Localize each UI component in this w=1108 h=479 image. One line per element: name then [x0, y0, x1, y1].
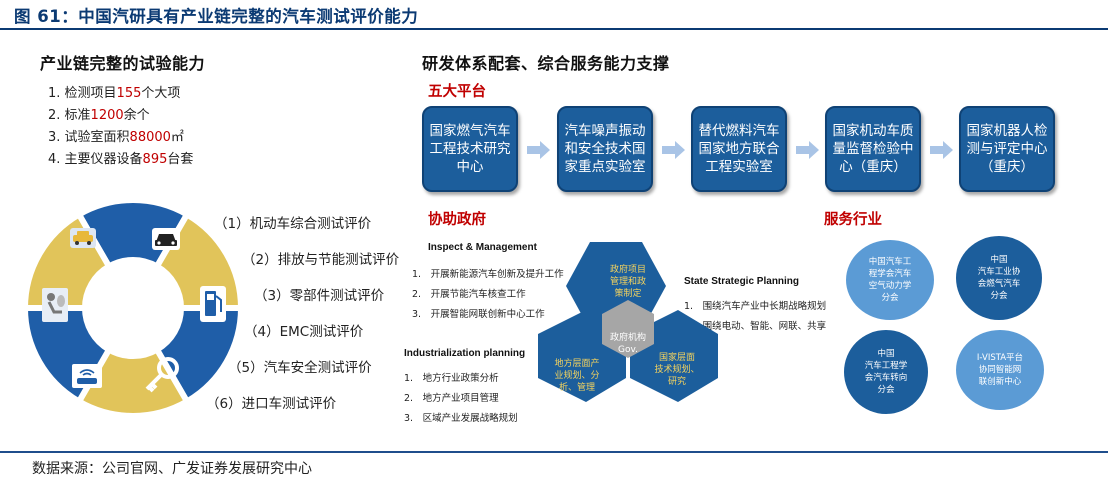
- key-icon: [145, 357, 179, 393]
- inspect-item: 3. 开展智能网联创新中心工作: [412, 309, 545, 320]
- ring-label-3: （3）零部件测试评价: [254, 288, 385, 304]
- platform-box: 替代燃料汽车国家地方联合工程实验室: [691, 106, 787, 192]
- ring-label-6: （6）进口车测试评价: [206, 396, 337, 412]
- inspect-item: 2. 开展节能汽车核查工作: [412, 289, 526, 300]
- industrialization-item: 2. 地方产业项目管理: [404, 393, 499, 404]
- industrialization-item: 1. 地方行业政策分析: [404, 373, 499, 384]
- ring-label-4: （4）EMC测试评价: [244, 324, 364, 340]
- platform-box: 国家燃气汽车工程技术研究中心: [422, 106, 518, 192]
- fuel-pump-icon: [200, 286, 226, 322]
- platform-box: 国家机器人检测与评定中心（重庆）: [959, 106, 1055, 192]
- stat-item: 1. 检测项目155个大项: [48, 86, 181, 101]
- ring-segment-3: [152, 305, 245, 406]
- capability-ring: [21, 197, 245, 419]
- ring-label-2: （2）排放与节能测试评价: [242, 252, 400, 268]
- platforms-title: 五大平台: [428, 84, 486, 100]
- strategic-item: 1. 围绕汽车产业中长期战略规划: [684, 301, 827, 312]
- bottom-rule: [0, 451, 1108, 453]
- airbag-icon: [42, 288, 68, 322]
- inspect-heading: Inspect & Management: [428, 242, 537, 253]
- ring-label-1: （1）机动车综合测试评价: [214, 216, 372, 232]
- figure-title: 图 61：中国汽研具有产业链完整的汽车测试评价能力: [14, 7, 419, 26]
- gov-hexagon-cluster: [538, 242, 718, 402]
- stat-item: 2. 标准1200余个: [48, 108, 150, 123]
- strategic-item: 2. 围绕电动、智能、网联、共享: [684, 321, 827, 332]
- right-heading: 研发体系配套、综合服务能力支撑: [422, 54, 670, 73]
- arrow-right-icon: [930, 141, 953, 159]
- hexagon-top-text: 政府项目管理和政策制定: [609, 265, 646, 299]
- stat-item: 3. 试验室面积88000㎡: [48, 130, 184, 145]
- top-rule: [0, 28, 1108, 30]
- left-heading: 产业链完整的试验能力: [40, 54, 206, 73]
- platform-box: 汽车噪声振动和安全技术国家重点实验室: [557, 106, 653, 192]
- car-front-icon: [152, 228, 180, 250]
- association-circle: 中国汽车工业协会燃气汽车分会: [956, 236, 1042, 320]
- platform-box: 国家机动车质量监督检验中心（重庆）: [825, 106, 921, 192]
- association-circle: 中国汽车工程学会汽车转向分会: [844, 330, 928, 414]
- source-note: 数据来源：公司官网、广发证券发展研究中心: [32, 461, 312, 477]
- association-circle: 中国汽车工程学会汽车空气动力学分会: [846, 240, 934, 320]
- arrow-right-icon: [527, 141, 550, 159]
- taxi-icon: [70, 228, 96, 248]
- association-circle: I-VISTA平台协同智能网联创新中心: [956, 330, 1044, 410]
- inspect-item: 1. 开展新能源汽车创新及提升工作: [412, 269, 564, 280]
- stat-item: 4. 主要仪器设备895台套: [48, 152, 194, 167]
- hexagon-right-text: 国家层面技术规划、研究: [654, 353, 700, 387]
- arrow-right-icon: [796, 141, 819, 159]
- strategic-heading: State Strategic Planning: [684, 276, 800, 287]
- hexagon-left-text: 地方层面产业规划、分析、管理: [554, 359, 600, 393]
- gov-title: 协助政府: [428, 212, 486, 228]
- hexagon-center: [602, 300, 654, 358]
- industrialization-item: 3. 区域产业发展战略规划: [404, 413, 518, 424]
- wifi-car-icon: [72, 364, 102, 388]
- industrialization-heading: Industrialization planning: [404, 348, 526, 359]
- arrow-right-icon: [662, 141, 685, 159]
- service-title: 服务行业: [824, 212, 882, 228]
- ring-label-5: （5）汽车安全测试评价: [228, 360, 372, 376]
